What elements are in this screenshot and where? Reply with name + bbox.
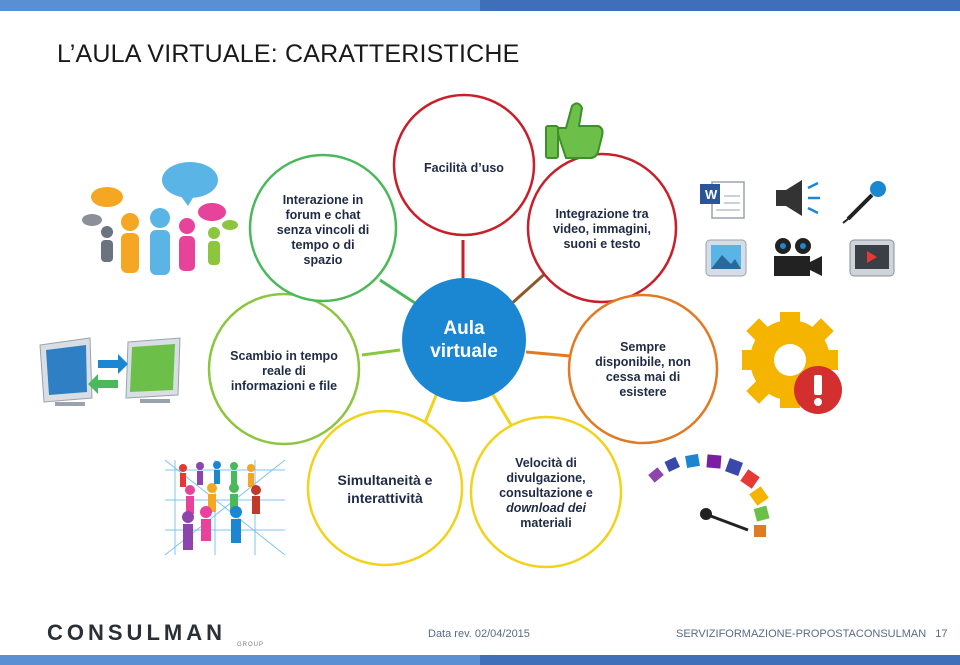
connector-scambio bbox=[361, 348, 401, 357]
node-facilita-text: Facilità d’uso bbox=[424, 160, 504, 175]
node-disponibile-line: Sempre bbox=[620, 340, 666, 354]
center-label-line1: Aula bbox=[443, 318, 485, 339]
connector-interazione bbox=[379, 278, 419, 307]
word-document-icon: W bbox=[700, 181, 745, 219]
node-facilita-circle bbox=[392, 93, 536, 237]
video-player-icon bbox=[849, 239, 895, 277]
node-integrazione-label: Integrazione tra video, immagini, suoni … bbox=[532, 203, 672, 255]
node-integrazione-line: video, immagini, bbox=[553, 221, 651, 236]
node-interazione-line: Interazione in bbox=[282, 192, 364, 207]
people-network-icon bbox=[164, 459, 286, 556]
page-number: 17 bbox=[935, 628, 948, 640]
node-interazione-line: spazio bbox=[303, 252, 343, 267]
film-camera-icon bbox=[774, 238, 822, 276]
node-velocita-line: Velocità di bbox=[515, 455, 577, 470]
gear-alert-icon bbox=[742, 312, 842, 414]
bottom-accent-bar-dark bbox=[480, 655, 960, 665]
node-disponibile-label: Sempre disponibile, non cessa mai di esi… bbox=[573, 337, 713, 403]
node-scambio-label: Scambio in tempo reale di informazioni e… bbox=[214, 346, 354, 396]
node-scambio-line: Scambio in tempo bbox=[230, 348, 338, 363]
node-velocita-line: consultazione e bbox=[499, 485, 593, 500]
speed-gauge-icon bbox=[648, 453, 770, 537]
node-scambio-line: reale di bbox=[262, 363, 306, 378]
node-integrazione-circle bbox=[526, 152, 678, 304]
node-disponibile-line: esistere bbox=[619, 385, 667, 399]
node-velocita-line: materiali bbox=[520, 515, 572, 530]
logo-text: CONSULMAN bbox=[47, 620, 226, 645]
svg-text:W: W bbox=[705, 187, 718, 202]
node-facilita-label: Facilità d’uso bbox=[394, 158, 534, 178]
node-disponibile-circle bbox=[567, 293, 719, 445]
revision-date: Data rev. 02/04/2015 bbox=[428, 628, 530, 640]
chat-people-icon bbox=[82, 162, 238, 275]
computer-exchange-icon bbox=[39, 337, 181, 406]
node-scambio-circle bbox=[207, 292, 361, 446]
slide-title: L’AULA VIRTUALE: CARATTERISTICHE bbox=[57, 40, 520, 68]
node-interazione-line: tempo o di bbox=[291, 237, 355, 252]
node-interazione-line: forum e chat bbox=[285, 207, 361, 222]
node-disponibile-line: cessa mai di bbox=[605, 370, 681, 384]
node-simultaneita-line: interattività bbox=[347, 490, 423, 506]
consulman-logo: CONSULMAN GROUP bbox=[47, 620, 263, 648]
logo-subtext: GROUP bbox=[237, 642, 265, 648]
node-velocita-line: download dei bbox=[506, 501, 586, 516]
center-node-label: Aula virtuale bbox=[404, 312, 524, 368]
connector-disponibile bbox=[525, 350, 571, 358]
node-velocita-label: Velocità di divulgazione, consultazione … bbox=[476, 452, 616, 534]
bottom-accent-bar bbox=[0, 655, 960, 665]
top-accent-bar-dark bbox=[480, 0, 960, 11]
node-simultaneita-line: Simultaneità e bbox=[337, 472, 433, 488]
node-disponibile-line: disponibile, non bbox=[595, 355, 691, 369]
node-interazione-label: Interazione in forum e chat senza vincol… bbox=[253, 190, 393, 270]
top-accent-bar bbox=[0, 0, 960, 11]
image-gallery-icon bbox=[705, 239, 747, 277]
microphone-icon bbox=[842, 181, 886, 224]
node-interazione-circle bbox=[248, 153, 398, 303]
node-velocita-italic: download dei bbox=[506, 500, 586, 515]
node-scambio-line: informazioni e file bbox=[230, 378, 338, 393]
node-simultaneita-label: Simultaneità e interattività bbox=[315, 470, 455, 508]
document-name: SERVIZIFORMAZIONE-PROPOSTACONSULMAN bbox=[676, 628, 927, 640]
node-velocita-circle bbox=[469, 415, 623, 569]
node-integrazione-line: suoni e testo bbox=[563, 236, 641, 251]
center-label-line2: virtuale bbox=[430, 341, 498, 362]
node-simultaneita-circle bbox=[306, 409, 464, 567]
speaker-icon bbox=[776, 180, 820, 216]
node-interazione-line: senza vincoli di bbox=[276, 222, 370, 237]
thumbs-up-icon bbox=[545, 102, 604, 159]
footer-document-ref: SERVIZIFORMAZIONE-PROPOSTACONSULMAN 17 bbox=[676, 628, 948, 640]
center-node-circle bbox=[402, 278, 526, 402]
node-integrazione-line: Integrazione tra bbox=[555, 206, 649, 221]
node-velocita-line: divulgazione, bbox=[506, 470, 586, 485]
